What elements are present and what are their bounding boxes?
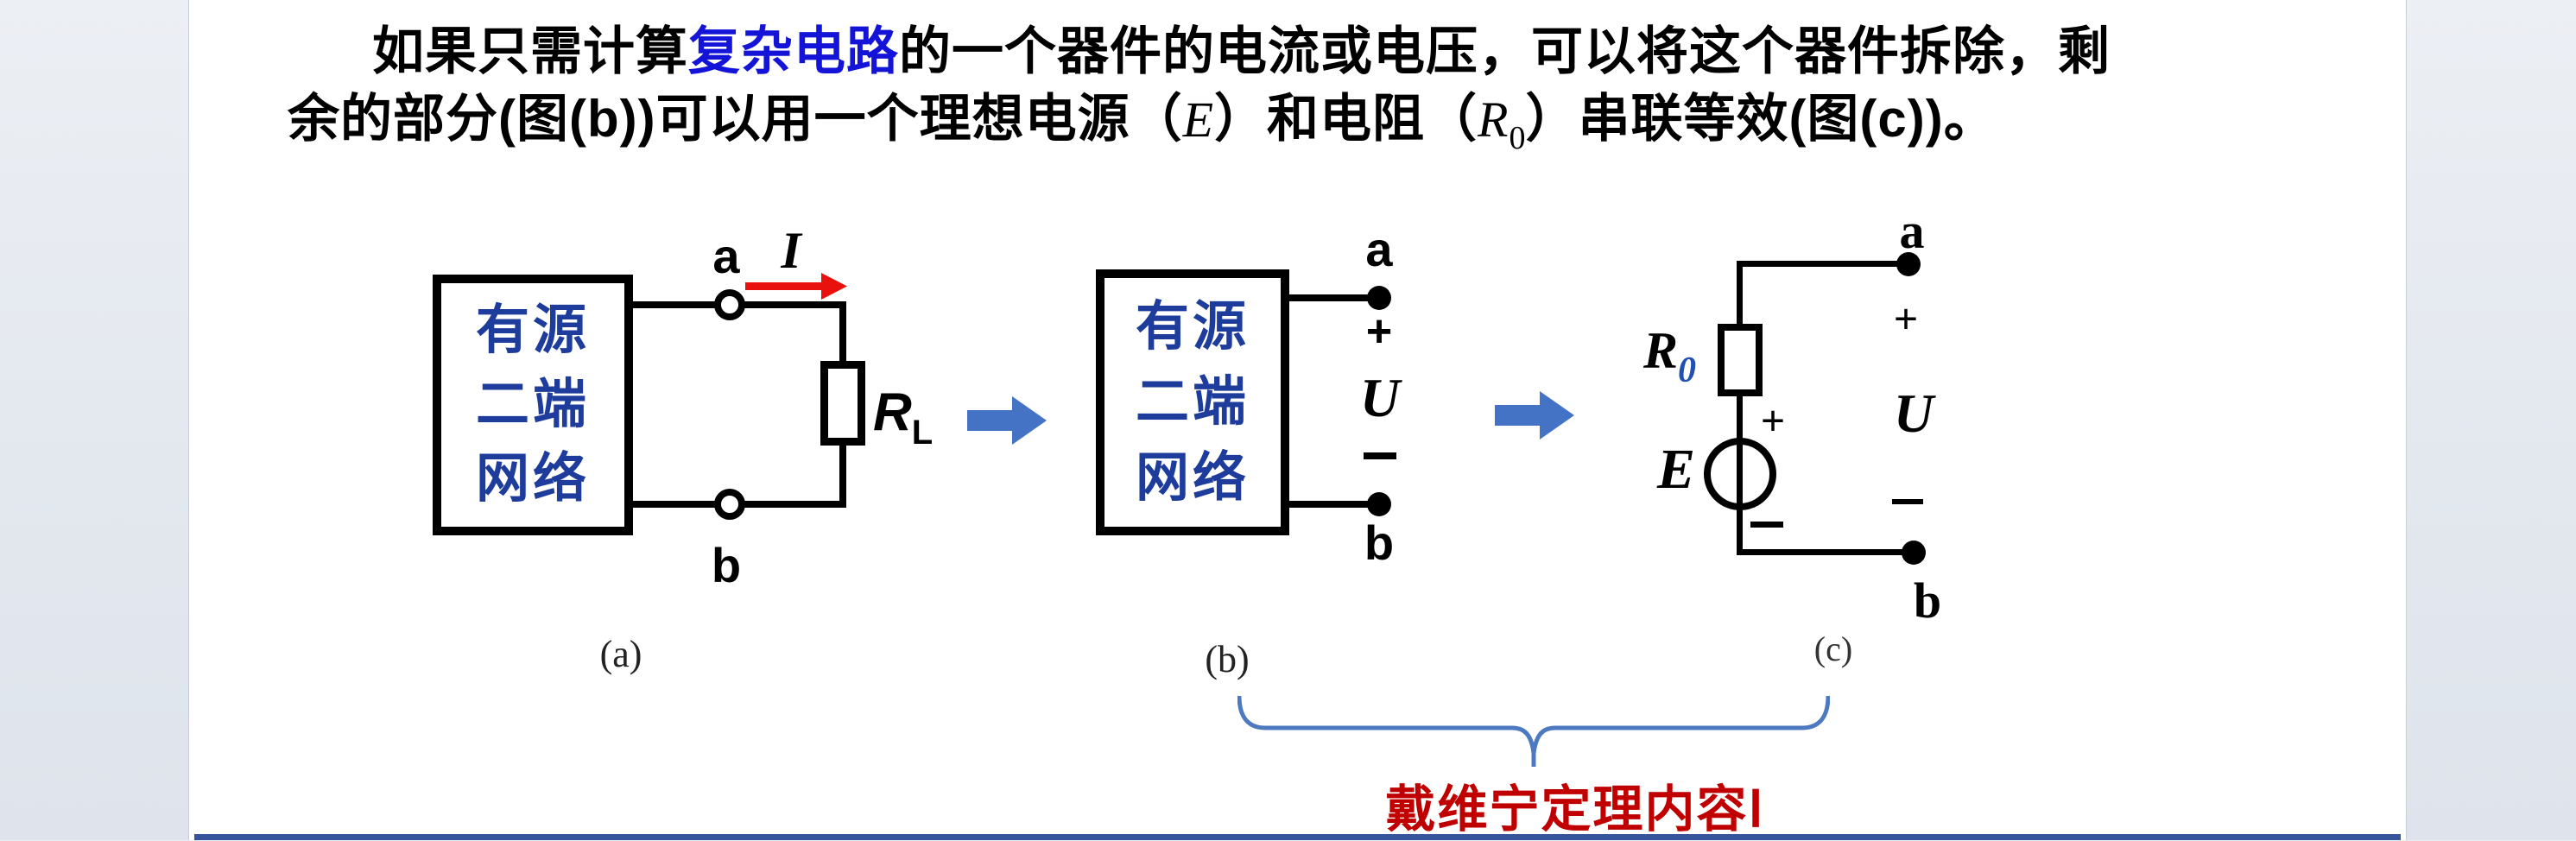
current-direction-arrow-icon <box>745 273 847 300</box>
voltage-plus-sign: + <box>1893 294 1919 343</box>
source-plus-sign: + <box>1760 396 1786 445</box>
terminal-b-label: b <box>1364 515 1395 570</box>
resistor-subscript: L <box>911 414 934 452</box>
text-run: ）串联等效(图(c))。 <box>1525 90 1997 148</box>
terminal-a-circle <box>714 289 745 320</box>
terminal-a-dot <box>1367 286 1391 310</box>
text-run: 的一个器件的电流或电压，可以将这个器件拆除，剩 <box>899 22 2111 80</box>
terminal-b-circle <box>714 489 745 520</box>
terminal-a-dot <box>1896 252 1921 276</box>
underbrace-icon <box>1237 696 1830 767</box>
wire <box>1737 394 1743 554</box>
caption-c: (c) <box>1813 629 1853 668</box>
wire <box>1289 501 1379 508</box>
terminal-a-label: a <box>1899 203 1925 259</box>
highlighted-term: 复杂电路 <box>688 22 899 80</box>
network-box-label: 网络 <box>475 449 590 509</box>
wire <box>1737 549 1914 555</box>
network-box-label: 网络 <box>1135 447 1250 508</box>
math-var-E: E <box>1182 92 1215 148</box>
math-var-R: R <box>1478 92 1510 148</box>
text-run: 余的部分(图(b))可以用一个理想电源（ <box>288 90 1183 148</box>
network-box-label: 有源 <box>1135 296 1250 357</box>
caption-b: (b) <box>1205 638 1250 680</box>
resistor-symbol: R <box>873 383 912 442</box>
circuit-b-network-box: 有源 二端 网络 <box>1096 269 1289 535</box>
circuit-a-network-box: 有源 二端 网络 <box>433 275 633 535</box>
transform-arrow-icon <box>967 396 1047 445</box>
voltage-minus-sign <box>1364 452 1396 459</box>
theorem-title: 戴维宁定理内容Ⅰ <box>1385 781 1765 838</box>
wire <box>839 301 846 368</box>
voltage-label: U <box>1359 367 1401 428</box>
text-run: ）和电阻（ <box>1214 90 1478 148</box>
circuit-a-load-resistor <box>820 361 865 446</box>
network-box-label: 二端 <box>1135 372 1250 432</box>
load-resistor-label: RL <box>873 382 968 452</box>
wire <box>1737 261 1907 267</box>
resistor-subscript: 0 <box>1678 351 1697 390</box>
slide: 如果只需计算复杂电路的一个器件的电流或电压，可以将这个器件拆除，剩 余的部分(图… <box>188 0 2407 840</box>
terminal-a-label: a <box>712 229 740 283</box>
math-sub-0: 0 <box>1509 120 1526 156</box>
source-label: E <box>1656 438 1696 501</box>
terminal-b-dot <box>1902 541 1926 565</box>
paragraph-line-2: 余的部分(图(b))可以用一个理想电源（E）和电阻（R0）串联等效(图(c))。 <box>288 88 1997 169</box>
bottom-edge-strip <box>194 834 2401 840</box>
terminal-a-label: a <box>1365 222 1393 276</box>
resistor-symbol: R <box>1643 322 1679 379</box>
wire <box>1737 261 1743 326</box>
voltage-label: U <box>1893 383 1934 444</box>
text-run: 如果只需计算 <box>372 22 688 80</box>
voltage-minus-sign <box>1892 499 1923 504</box>
network-box-label: 二端 <box>475 375 590 434</box>
paragraph-line-1: 如果只需计算复杂电路的一个器件的电流或电压，可以将这个器件拆除，剩 <box>372 21 2111 83</box>
source-minus-sign <box>1750 522 1783 528</box>
wire <box>839 440 846 508</box>
terminal-b-dot <box>1367 492 1391 516</box>
circuit-c-internal-resistor <box>1718 324 1763 396</box>
voltage-plus-sign: + <box>1365 307 1393 357</box>
current-label: I <box>781 222 801 279</box>
transform-arrow-icon <box>1495 391 1574 439</box>
network-box-label: 有源 <box>475 300 590 360</box>
wire <box>1289 294 1379 301</box>
terminal-b-label: b <box>1913 572 1942 629</box>
caption-a: (a) <box>599 633 642 675</box>
internal-resistor-label: R0 <box>1643 321 1747 391</box>
terminal-b-label: b <box>711 538 742 592</box>
